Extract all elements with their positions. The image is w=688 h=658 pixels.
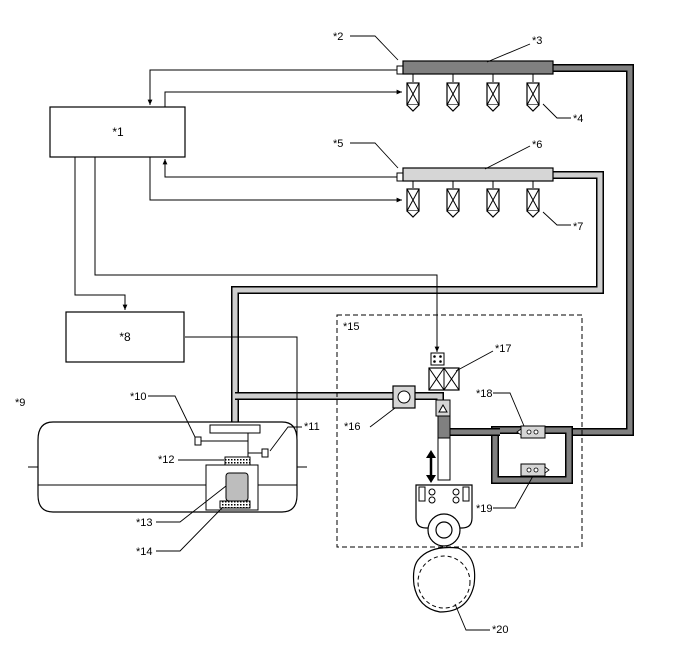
label-6: *6 (532, 139, 542, 151)
label-13: *13 (136, 517, 153, 529)
label-15: *15 (343, 321, 360, 333)
callout-labels: *2 *3 *4 *5 *6 *7 *9 *10 *11 *12 *13 *14… (15, 31, 583, 636)
injector (526, 82, 540, 112)
injector (486, 188, 500, 218)
label-10: *10 (130, 391, 147, 403)
box-8-label: *8 (119, 330, 131, 344)
injector (406, 188, 420, 218)
lower-fuel-rail (396, 167, 554, 182)
label-2: *2 (333, 31, 343, 43)
high-pressure-pipe (442, 64, 634, 484)
box-8: *8 (65, 311, 185, 363)
label-5: *5 (333, 138, 343, 150)
injector (446, 188, 460, 218)
label-11: *11 (304, 421, 320, 433)
label-4: *4 (573, 113, 583, 125)
lower-injectors (406, 181, 540, 218)
pump-assembly (336, 314, 583, 548)
ecu: *1 (49, 106, 186, 158)
label-18: *18 (476, 388, 493, 400)
injector (406, 82, 420, 112)
label-7: *7 (573, 221, 583, 233)
label-14: *14 (136, 546, 153, 558)
leader-lines (148, 35, 571, 631)
label-20: *20 (492, 624, 509, 636)
label-19: *19 (476, 503, 493, 515)
cam (412, 546, 476, 613)
ecu-label: *1 (112, 125, 124, 139)
label-17: *17 (495, 343, 512, 355)
upper-injectors (406, 74, 540, 112)
upper-fuel-rail (396, 60, 554, 75)
injector (486, 82, 500, 112)
injector (526, 188, 540, 218)
label-3: *3 (532, 35, 542, 47)
injector (446, 82, 460, 112)
signal-wires (74, 69, 440, 493)
label-12: *12 (158, 454, 175, 466)
label-16: *16 (344, 421, 361, 433)
label-9: *9 (15, 397, 25, 409)
fuel-tank (28, 421, 307, 513)
